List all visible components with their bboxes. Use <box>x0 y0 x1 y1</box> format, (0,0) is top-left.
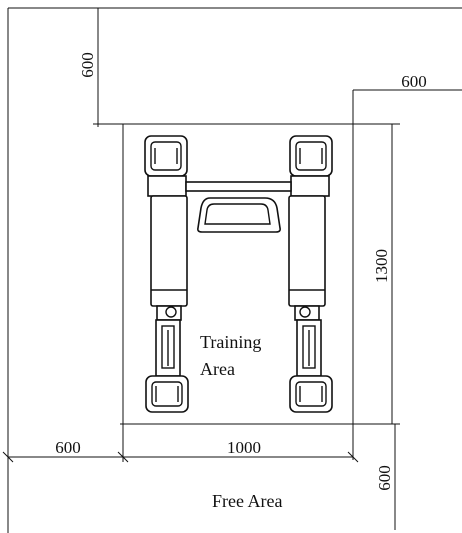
dimension-bottom-right: 600 <box>375 424 396 530</box>
dim-bottom-center-label: 1000 <box>227 438 261 457</box>
dim-bottom-left-label: 600 <box>55 438 81 457</box>
free-area-label: Free Area <box>212 491 282 511</box>
training-area-label-line2: Area <box>200 359 235 379</box>
left-column <box>144 135 189 413</box>
dimension-right: 1300 <box>372 123 400 425</box>
dimension-top-right: 600 <box>401 72 427 91</box>
dim-right-label: 1300 <box>372 249 391 283</box>
crossbar <box>185 181 292 192</box>
dim-bottom-right-label: 600 <box>375 465 394 491</box>
lift-machine-drawing <box>144 135 333 413</box>
dimension-bottom: 600 1000 <box>2 423 395 463</box>
training-area-label-line1: Training <box>200 332 261 352</box>
dim-top-right-label: 600 <box>401 72 427 91</box>
seat-pad <box>197 197 281 233</box>
dim-top-left-label: 600 <box>78 52 97 78</box>
right-column <box>288 135 333 413</box>
dimension-top-left: 600 <box>78 52 395 125</box>
